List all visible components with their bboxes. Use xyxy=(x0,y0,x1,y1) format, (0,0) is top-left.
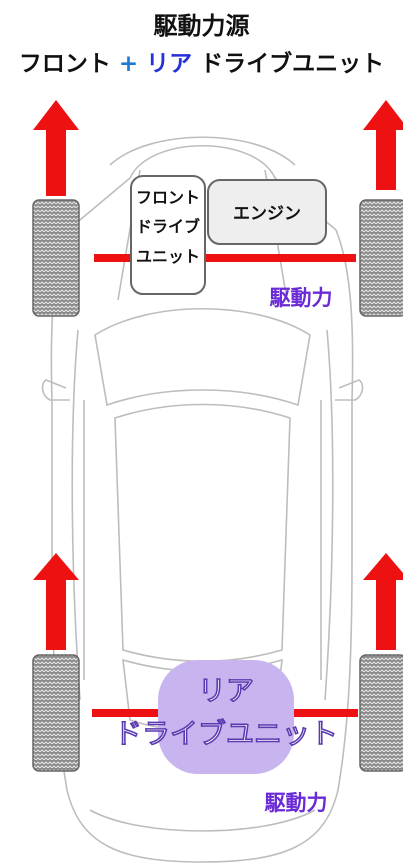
diagram-subtitle: フロント + リア ドライブユニット xyxy=(0,44,403,78)
rear-right-tire xyxy=(359,654,403,772)
front-unit-line2: ドライブ xyxy=(136,217,200,236)
front-unit-line1: フロント xyxy=(136,188,200,207)
left-mirror xyxy=(41,379,70,401)
rear-left-tire xyxy=(32,654,80,772)
windshield-outline xyxy=(94,307,311,407)
front-drive-unit-box xyxy=(130,175,206,295)
rear-unit-line2: ドライブユニット xyxy=(114,717,338,750)
front-axle xyxy=(94,254,356,262)
front-left-arrow xyxy=(33,100,79,196)
subtitle-front: フロント xyxy=(18,51,111,77)
rear-left-arrow xyxy=(33,553,79,650)
front-unit-line3: ユニット xyxy=(136,247,200,266)
right-side-line xyxy=(324,329,334,701)
rear-bumper-line xyxy=(89,809,316,832)
roof-outline xyxy=(114,403,291,662)
subtitle-rear: リア xyxy=(146,51,193,77)
rear-unit-line1: リア xyxy=(198,674,254,707)
hood-outline xyxy=(109,136,296,166)
drive-force-front-label: 駆動力 xyxy=(270,286,333,310)
drive-force-rear-label: 駆動力 xyxy=(265,791,328,815)
engine-label: エンジン xyxy=(233,204,301,224)
front-right-arrow xyxy=(363,100,403,190)
engine-box xyxy=(207,179,327,245)
subtitle-drive-unit: ドライブユニット xyxy=(200,51,385,77)
rear-drive-unit-box xyxy=(158,660,294,774)
front-right-tire xyxy=(359,199,403,317)
rear-right-arrow xyxy=(363,553,403,650)
diagram-title: 駆動力源 xyxy=(153,12,250,40)
subtitle-plus: + xyxy=(118,51,139,77)
left-side-line xyxy=(71,329,81,701)
right-mirror xyxy=(335,379,364,401)
front-left-tire xyxy=(32,199,80,317)
